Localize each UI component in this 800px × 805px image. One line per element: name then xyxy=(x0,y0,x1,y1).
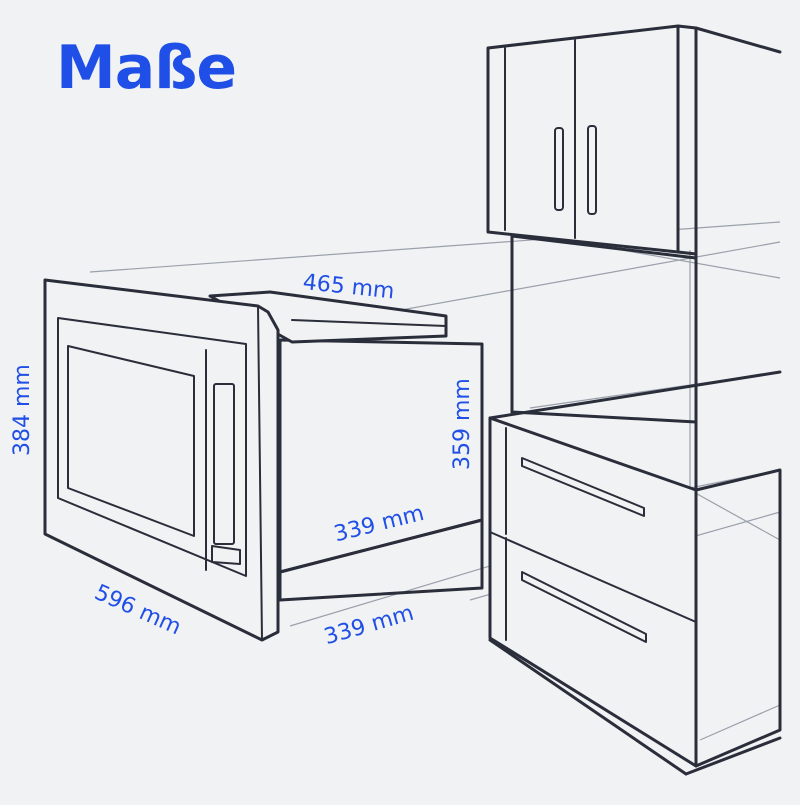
dimension-height-inner: 359 mm xyxy=(450,378,475,470)
kitchen-cabinet xyxy=(486,24,782,776)
dimension-height-outer: 384 mm xyxy=(10,364,35,456)
page-title: Maße xyxy=(56,33,237,103)
microwave-drawing xyxy=(43,278,484,642)
